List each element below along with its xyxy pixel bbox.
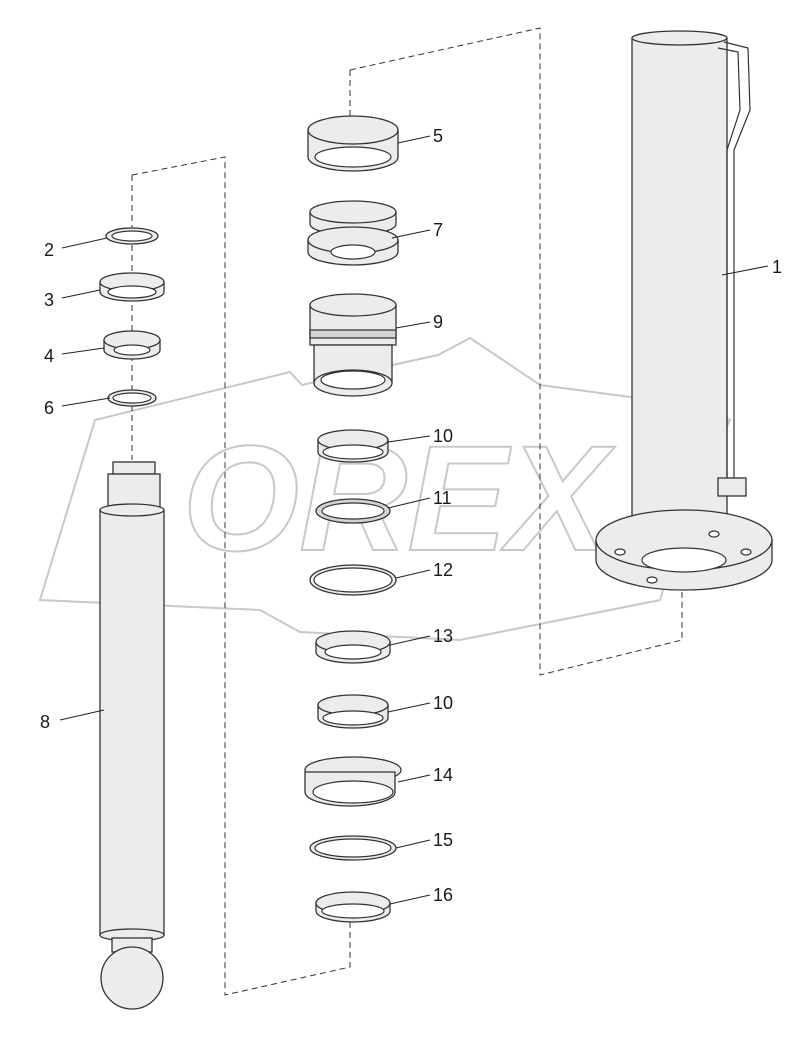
callout-1: 1 [772, 257, 782, 277]
callout-5: 5 [433, 126, 443, 146]
part-9-piston [309, 293, 397, 397]
part-13-ring [315, 630, 391, 664]
part-6-o-ring [107, 389, 157, 407]
callout-11: 11 [433, 488, 452, 508]
part-8-piston-rod [99, 461, 165, 1010]
part-5-nut [307, 115, 399, 172]
callout-4: 4 [44, 346, 54, 366]
part-1-cylinder-tube [595, 30, 773, 591]
callout-13: 13 [433, 626, 453, 646]
assembly-dashed-lines [131, 27, 683, 996]
callout-7: 7 [433, 220, 443, 240]
part-10-ring-upper [317, 429, 389, 463]
callout-3: 3 [44, 290, 54, 310]
part-15-o-ring [309, 835, 397, 861]
callout-2: 2 [44, 240, 54, 260]
callout-14: 14 [433, 765, 453, 785]
part-2-seal [105, 227, 159, 245]
callout-15: 15 [433, 830, 453, 850]
callout-12: 12 [433, 560, 453, 580]
callout-10-upper: 10 [433, 426, 453, 446]
leader-lines [59, 135, 769, 905]
part-7-gland [307, 200, 399, 266]
watermark-text: OREX [182, 414, 615, 582]
part-12-o-ring [309, 564, 397, 596]
callout-10-lower: 10 [433, 693, 453, 713]
callout-8: 8 [40, 712, 50, 732]
part-14-bushing [304, 756, 402, 807]
callout-9: 9 [433, 312, 443, 332]
part-3-seal [99, 272, 165, 302]
callout-6: 6 [44, 398, 54, 418]
part-16-wiper [315, 891, 391, 923]
callout-16: 16 [433, 885, 453, 905]
callout-labels: 2 3 4 6 8 5 7 9 10 11 12 13 10 14 15 16 … [40, 126, 782, 905]
part-11-seal [315, 498, 391, 524]
part-10-ring-lower [317, 694, 389, 729]
part-4-washer [103, 330, 161, 360]
